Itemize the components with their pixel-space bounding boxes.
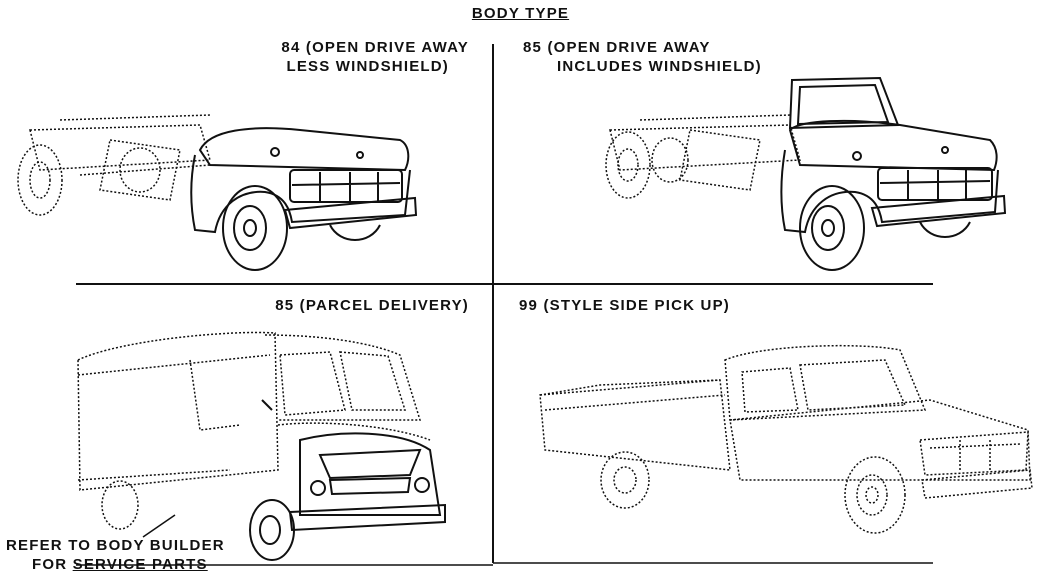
truck-84-illustration <box>17 114 418 271</box>
truck-85-open-illustration <box>605 76 1007 271</box>
diagram-title-text: BODY TYPE <box>471 5 570 22</box>
panel-99-caption: 99 (STYLE SIDE PICK UP) <box>519 297 730 314</box>
panel-85-parcel-caption: 85 (PARCEL DELIVERY) <box>275 297 469 314</box>
panel-84-caption-line1: 84 (OPEN DRIVE AWAY <box>281 39 469 56</box>
panel-84-caption-line2: LESS WINDSHIELD) <box>286 58 449 75</box>
style-side-pickup-illustration <box>539 344 1033 534</box>
note-leader-line <box>142 514 176 538</box>
note-line2-prefix: FOR <box>32 556 73 573</box>
panel-85-open-caption-line2: INCLUDES WINDSHIELD) <box>557 58 762 75</box>
panel-85-open-caption-line1: 85 (OPEN DRIVE AWAY <box>523 39 711 56</box>
diagram-title: BODY TYPE <box>0 4 1041 23</box>
parcel-delivery-van-illustration <box>77 331 446 561</box>
note-line1: REFER TO BODY BUILDER <box>6 537 225 554</box>
